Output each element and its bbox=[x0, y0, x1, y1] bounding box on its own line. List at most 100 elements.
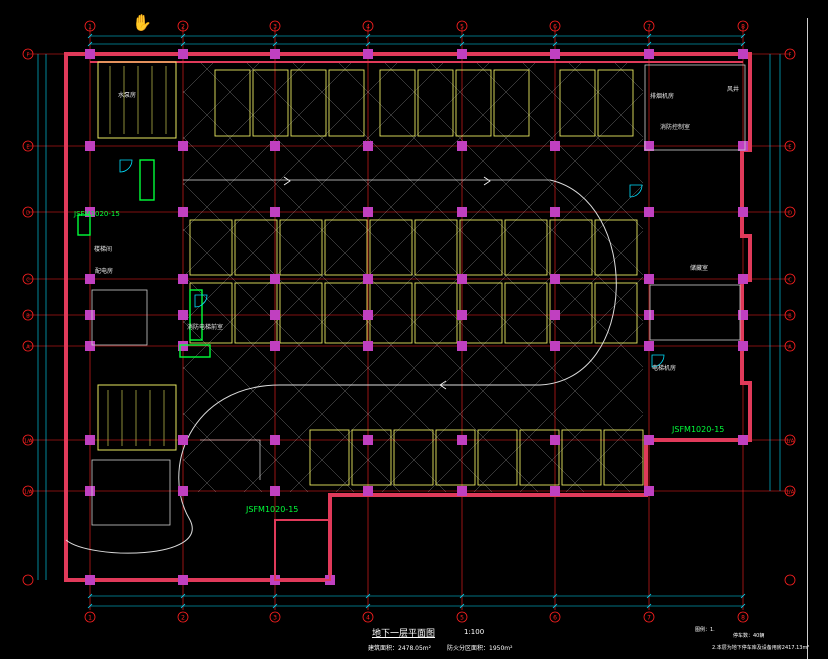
structural-column bbox=[644, 274, 654, 284]
structural-column bbox=[363, 49, 373, 59]
structural-column bbox=[270, 341, 280, 351]
parking-stall bbox=[290, 69, 327, 137]
structural-column bbox=[270, 274, 280, 284]
axis-bubble bbox=[269, 611, 281, 623]
axis-bubble bbox=[22, 48, 34, 60]
axis-bubble-label: 1/A bbox=[24, 439, 33, 445]
parking-stall bbox=[214, 69, 251, 137]
structural-column bbox=[363, 141, 373, 151]
traffic-arrow bbox=[439, 380, 447, 390]
structural-column bbox=[85, 575, 95, 585]
structural-column bbox=[550, 341, 560, 351]
structural-column bbox=[270, 207, 280, 217]
dimension-tick bbox=[272, 33, 278, 39]
axis-bubble bbox=[784, 434, 796, 446]
axis-bubble-label: 1/A bbox=[24, 490, 33, 496]
structural-column bbox=[457, 486, 467, 496]
dimension-tick bbox=[740, 603, 746, 609]
parking-stall bbox=[549, 219, 593, 276]
axis-bubble-label: 5 bbox=[460, 615, 464, 622]
structural-column bbox=[550, 141, 560, 151]
axis-bubble bbox=[22, 206, 34, 218]
entry-ramp bbox=[200, 439, 261, 480]
axis-bubble-label: 2 bbox=[181, 615, 185, 622]
structural-column bbox=[363, 274, 373, 284]
structural-column bbox=[738, 141, 748, 151]
structural-column bbox=[738, 274, 748, 284]
structural-column bbox=[738, 341, 748, 351]
parking-stall bbox=[455, 69, 492, 137]
axis-bubble-label: 1 bbox=[88, 615, 92, 622]
dimension-tick bbox=[459, 41, 465, 47]
parking-stall bbox=[561, 429, 602, 486]
dimension-tick bbox=[552, 33, 558, 39]
fire-door-marker bbox=[179, 344, 211, 358]
axis-bubble bbox=[177, 611, 189, 623]
dimension-tick bbox=[552, 41, 558, 47]
axis-bubble bbox=[784, 574, 796, 586]
axis-bubble bbox=[269, 20, 281, 32]
structural-column bbox=[644, 486, 654, 496]
structural-column bbox=[738, 49, 748, 59]
dimension-tick bbox=[552, 603, 558, 609]
stair-room bbox=[91, 289, 148, 346]
structural-column bbox=[85, 341, 95, 351]
ramp-curve bbox=[65, 179, 617, 554]
axis-bubble-label: C bbox=[26, 278, 30, 284]
structural-column bbox=[270, 486, 280, 496]
axis-bubble bbox=[177, 20, 189, 32]
parking-stall bbox=[435, 429, 476, 486]
dimension-tick bbox=[180, 593, 186, 599]
structural-column bbox=[644, 49, 654, 59]
fire-door-marker bbox=[139, 159, 155, 201]
structural-column bbox=[85, 274, 95, 284]
axis-bubble-label: 6 bbox=[553, 24, 557, 31]
axis-bubble-label: B bbox=[26, 314, 30, 320]
axis-bubble-label: 1 bbox=[88, 24, 92, 31]
axis-bubble-label: 4 bbox=[366, 24, 370, 31]
dimension-tick bbox=[365, 41, 371, 47]
structural-column bbox=[85, 486, 95, 496]
dimension-tick bbox=[365, 603, 371, 609]
structural-column bbox=[178, 207, 188, 217]
structural-column bbox=[178, 274, 188, 284]
dimension-tick bbox=[87, 593, 93, 599]
axis-bubble bbox=[22, 340, 34, 352]
parking-stall bbox=[351, 429, 392, 486]
room-label-9: 消防电梯前室 bbox=[187, 324, 224, 331]
title-block-frame bbox=[807, 18, 828, 659]
axis-bubble bbox=[22, 309, 34, 321]
parking-stall bbox=[504, 219, 548, 276]
axis-bubble bbox=[362, 611, 374, 623]
fire-door-marker bbox=[77, 214, 91, 236]
axis-bubble bbox=[784, 485, 796, 497]
door-label-1: JSFM1020-15 bbox=[672, 425, 725, 434]
axis-bubble bbox=[549, 20, 561, 32]
axis-bubble-label: B bbox=[788, 314, 792, 320]
structural-column bbox=[178, 435, 188, 445]
axis-bubble-label: 1/A bbox=[786, 439, 795, 445]
axis-bubble bbox=[784, 340, 796, 352]
axis-bubble-label: 5 bbox=[460, 24, 464, 31]
structural-column bbox=[363, 341, 373, 351]
drawing-scale: 1:100 bbox=[464, 628, 485, 636]
pan-hand-icon[interactable]: ✋ bbox=[132, 13, 152, 32]
legend-note-2: 停车数：40辆 bbox=[733, 633, 765, 639]
structural-column bbox=[85, 435, 95, 445]
building-area-label: 建筑面积：2478.05m² bbox=[368, 645, 432, 652]
structural-column bbox=[178, 141, 188, 151]
structural-column bbox=[738, 310, 748, 320]
fire-area-label: 防火分区面积：1950m² bbox=[447, 645, 513, 652]
traffic-arrow bbox=[283, 176, 291, 186]
axis-bubble bbox=[22, 434, 34, 446]
dimension-tick bbox=[87, 33, 93, 39]
structural-column bbox=[363, 310, 373, 320]
structural-column bbox=[178, 341, 188, 351]
axis-bubble bbox=[22, 273, 34, 285]
axis-bubble-label: E bbox=[26, 145, 29, 151]
stair-room bbox=[649, 284, 741, 341]
structural-column bbox=[644, 207, 654, 217]
dimension-tick bbox=[646, 593, 652, 599]
parking-stall bbox=[324, 219, 368, 276]
room-label-8: 风井 bbox=[727, 86, 740, 93]
